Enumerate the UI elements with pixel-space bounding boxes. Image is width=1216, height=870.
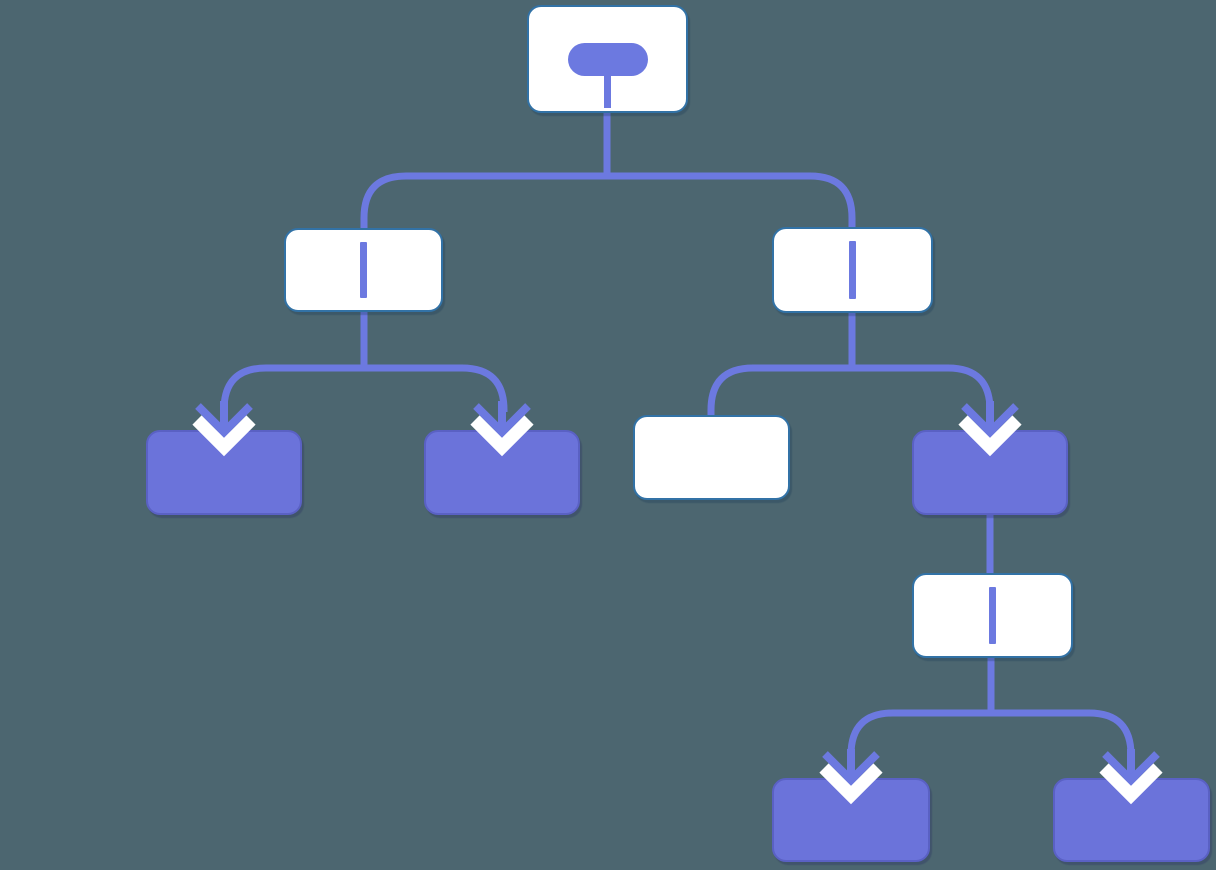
node-branch-right[interactable] xyxy=(772,227,933,313)
topic-pill-stem xyxy=(604,76,611,108)
node-branch-bottom[interactable] xyxy=(912,573,1073,658)
node-child-collapsed[interactable] xyxy=(912,430,1068,515)
arrow-chevron xyxy=(1102,751,1160,786)
node-branch-left[interactable] xyxy=(284,228,443,312)
node-root[interactable] xyxy=(527,5,688,113)
connector-right-branch-bar xyxy=(707,364,994,417)
caret-line xyxy=(849,241,856,299)
node-leaf-bottom-2[interactable] xyxy=(1053,778,1210,862)
arrow-chevron xyxy=(822,751,880,786)
arrow-chevron xyxy=(961,403,1019,438)
caret-line xyxy=(360,242,367,298)
node-leaf-left-2[interactable] xyxy=(424,430,580,515)
connector-level1-bar xyxy=(360,172,856,229)
caret-line xyxy=(989,587,996,644)
node-leaf-bottom-1[interactable] xyxy=(772,778,930,862)
topic-pill xyxy=(567,43,648,76)
arrow-chevron xyxy=(195,403,253,438)
node-child-plain[interactable] xyxy=(633,415,790,500)
arrow-chevron xyxy=(473,403,531,438)
connector-left-branch-bar xyxy=(220,364,508,412)
node-leaf-left-1[interactable] xyxy=(146,430,302,515)
connector-bottom-bar xyxy=(847,709,1135,764)
